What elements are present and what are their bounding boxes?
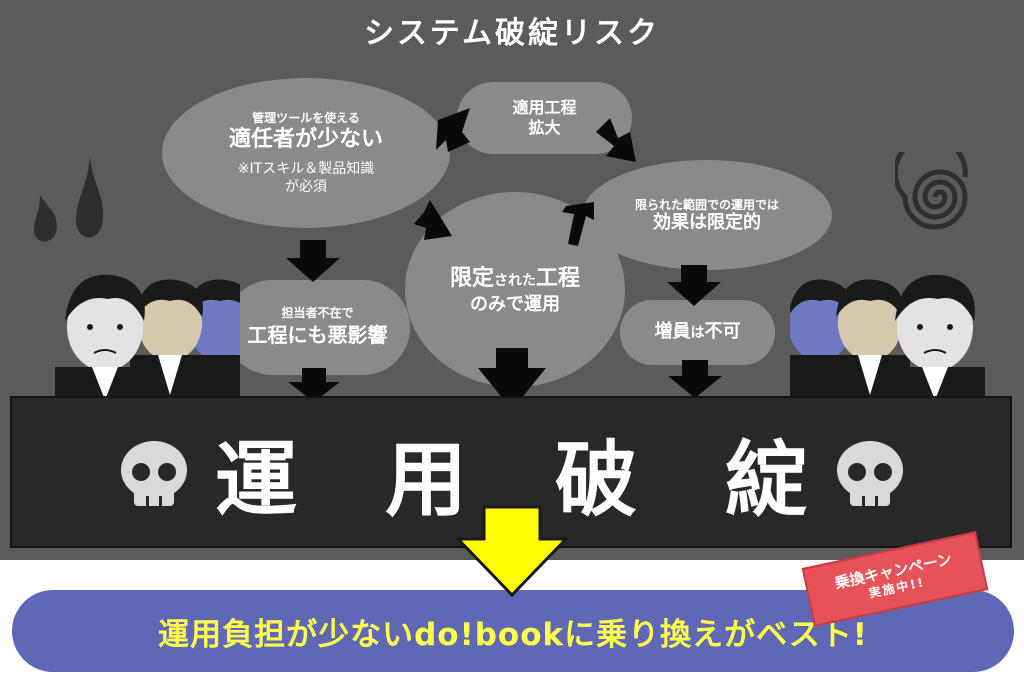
bubble-expand-scope: 適用工程 拡大 — [457, 82, 632, 154]
campaign-ribbon[interactable]: 乗換キャンペーン 実施中!! — [790, 531, 1000, 627]
arrow-down-left — [286, 240, 340, 282]
cta-text: 運用負担が少ないdo!bookに乗り換えがベスト! — [158, 616, 868, 653]
banner-char: 用 — [384, 432, 467, 528]
arrow-down-bottom-left — [288, 368, 340, 402]
bubble-subtitle: 担当者不在で — [281, 306, 354, 320]
person-gray — [55, 274, 155, 400]
bubble-small-text: は — [690, 325, 705, 341]
person-beige — [130, 279, 210, 400]
arrow-expand-to-limited — [596, 118, 636, 162]
dizzy-swirl-icon — [895, 152, 968, 230]
bubble-absence-impact: 担当者不在で 工程にも悪影響 — [225, 280, 410, 375]
page-title: システム破綻リスク — [363, 16, 661, 51]
bubble-subtitle: 限られた範囲での運用では — [634, 197, 779, 212]
bubble-heading: 増員 — [654, 321, 691, 342]
bubble-limited-effect: 限られた範囲での運用では 効果は限定的 — [582, 160, 832, 270]
banner-char: 綻 — [725, 432, 808, 528]
bubble-heading: 限定 — [449, 265, 494, 291]
bubble-heading: 工程 — [536, 265, 581, 291]
flow-arrows — [286, 108, 722, 410]
skull-icon — [837, 441, 903, 506]
bubble-heading: 効果は限定的 — [653, 211, 761, 233]
skull-icon — [121, 441, 187, 506]
person-gray — [885, 274, 985, 400]
bubble-heading: 不可 — [704, 321, 741, 342]
bubble-small-text: された — [494, 272, 536, 289]
worried-people-right-illustration — [790, 274, 985, 400]
cta-switch-dobook[interactable]: 運用負担が少ないdo!bookに乗り換えがベスト! — [12, 590, 1014, 672]
arrow-to-expand — [436, 108, 470, 152]
bubble-heading: 適任者が少ない — [228, 126, 383, 152]
bubble-few-qualified-staff: 管理ツールを使える 適任者が少ない ※ITスキル＆製品知識 が必須 — [162, 78, 450, 228]
sweat-drops-icon — [33, 155, 104, 242]
bubble-no-staff-increase: 増員は不可 — [620, 300, 775, 365]
bubble-line: 拡大 — [528, 118, 561, 137]
bubble-line: のみで運用 — [470, 293, 560, 315]
banner-char: 破 — [555, 432, 638, 528]
arrow-limited-up — [562, 202, 594, 246]
bubble-line: 適用工程 — [512, 98, 577, 117]
bubble-note: が必須 — [285, 178, 327, 195]
bubble-note: ※ITスキル＆製品知識 — [237, 160, 375, 177]
banner-char: 運 — [214, 432, 297, 528]
bubble-subtitle: 管理ツールを使える — [252, 110, 360, 125]
bubble-heading: 工程にも悪影響 — [247, 323, 388, 347]
arrow-to-limited-process — [414, 200, 452, 240]
arrow-down-right — [667, 265, 721, 306]
arrow-down-bottom-right — [668, 360, 722, 398]
arrow-down-bottom-center — [478, 348, 546, 410]
yellow-down-arrow — [456, 505, 568, 597]
worried-people-left-illustration — [55, 274, 240, 400]
